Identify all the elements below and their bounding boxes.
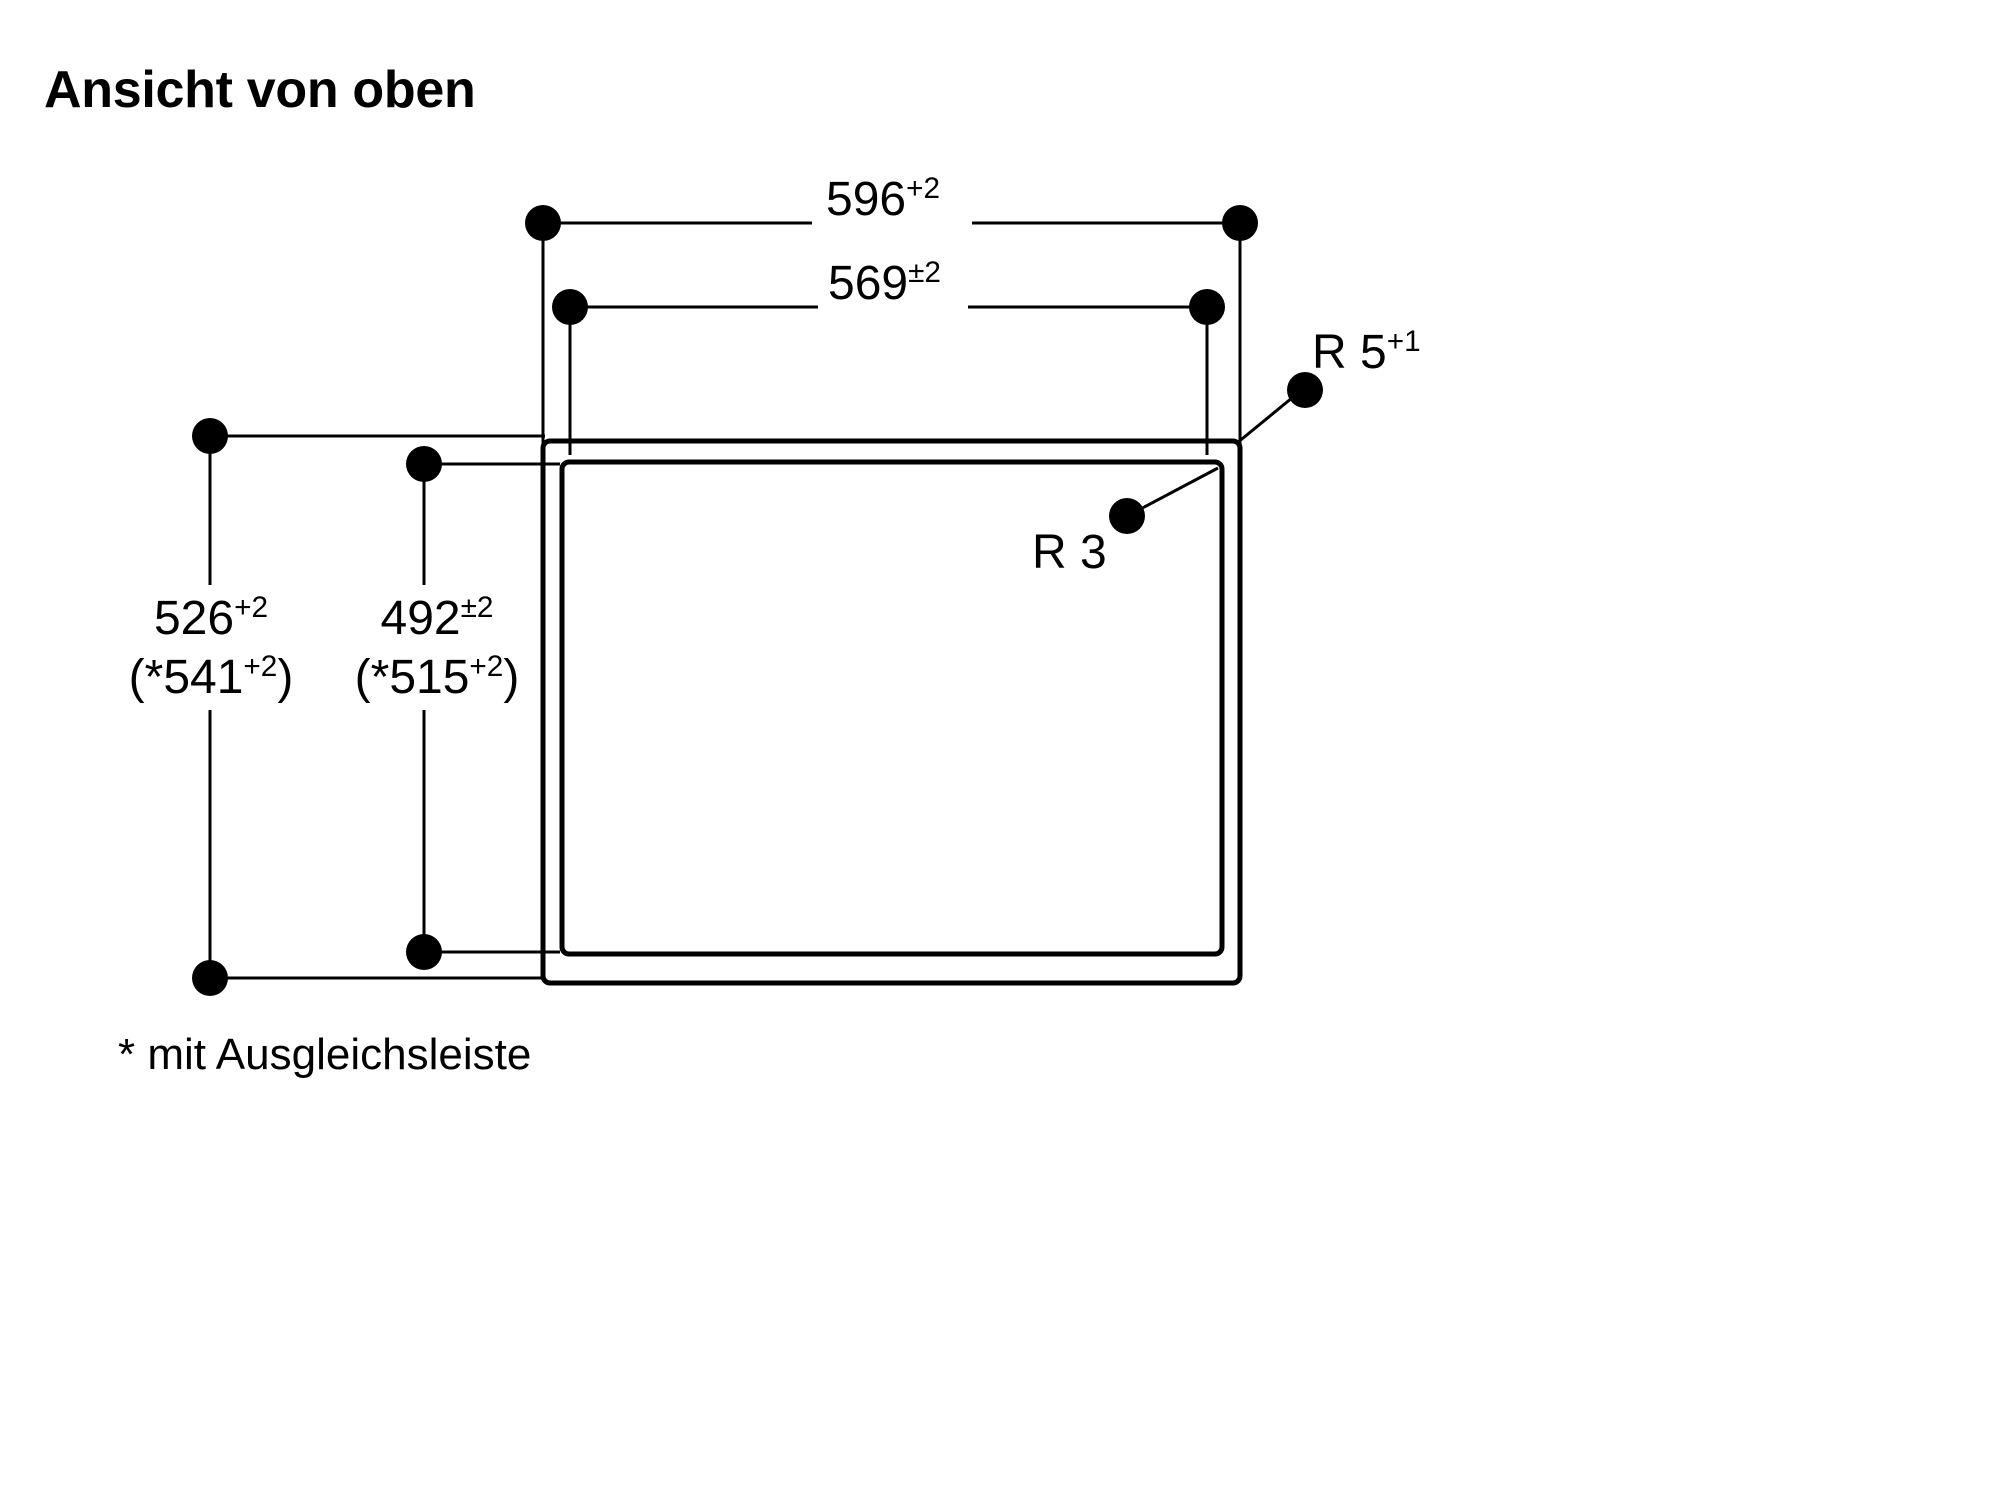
radius-label-r3: R 3: [1032, 525, 1107, 580]
footnote-text: * mit Ausgleichsleiste: [118, 1030, 532, 1079]
dim-dot-596-right: [1222, 205, 1258, 241]
dim-dot-492-top: [406, 446, 442, 482]
dim-tol-492: ±2: [460, 591, 494, 624]
radius-tol-r5: +1: [1386, 325, 1421, 358]
leader-line-r5: [1236, 391, 1299, 445]
dim-alt-value-541: (*541: [128, 650, 244, 704]
dim-value-526: 526: [153, 592, 235, 645]
dim-tol-526: +2: [234, 591, 268, 624]
dim-label-526-line2: (*541+2): [96, 649, 326, 708]
dim-alt-close-541: ): [277, 650, 294, 704]
dim-label-492-line2: (*515+2): [322, 649, 552, 708]
dim-label-492: 492±2 (*515+2): [322, 590, 552, 707]
dim-label-526-line1: 526+2: [96, 590, 326, 649]
radius-text-r5: R 5: [1312, 326, 1387, 379]
dim-alt-close-515: ): [503, 650, 520, 704]
dim-label-492-line1: 492±2: [322, 590, 552, 649]
dim-value-492: 492: [380, 592, 461, 645]
radius-text-r3: R 3: [1032, 526, 1107, 579]
dim-label-526: 526+2 (*541+2): [96, 590, 326, 707]
leader-dot-r5: [1287, 372, 1323, 408]
page-title: Ansicht von oben: [44, 61, 476, 119]
leader-dot-r3: [1109, 498, 1145, 534]
dim-label-596: 596+2: [826, 172, 940, 229]
dim-alt-tol-515: +2: [469, 649, 504, 683]
dim-dot-526-top: [192, 418, 228, 454]
dim-dot-569-right: [1189, 289, 1225, 325]
dim-dot-492-bottom: [406, 934, 442, 970]
dim-alt-tol-541: +2: [243, 649, 278, 683]
dim-tol-569: ±2: [908, 256, 941, 289]
dim-dot-569-left: [552, 289, 588, 325]
dim-label-569: 569±2: [828, 256, 941, 313]
dim-tol-596: +2: [906, 172, 941, 205]
cutout-inner-rect: [559, 459, 1225, 957]
dim-value-569: 569: [828, 257, 909, 310]
dim-alt-value-515: (*515: [354, 650, 470, 704]
cutout-outer-rect: [540, 438, 1243, 986]
dim-dot-596-left: [525, 205, 561, 241]
dim-dot-526-bottom: [192, 960, 228, 996]
leader-line-r3: [1132, 466, 1219, 515]
radius-label-r5: R 5+1: [1312, 325, 1421, 380]
dim-value-596: 596: [826, 173, 907, 226]
